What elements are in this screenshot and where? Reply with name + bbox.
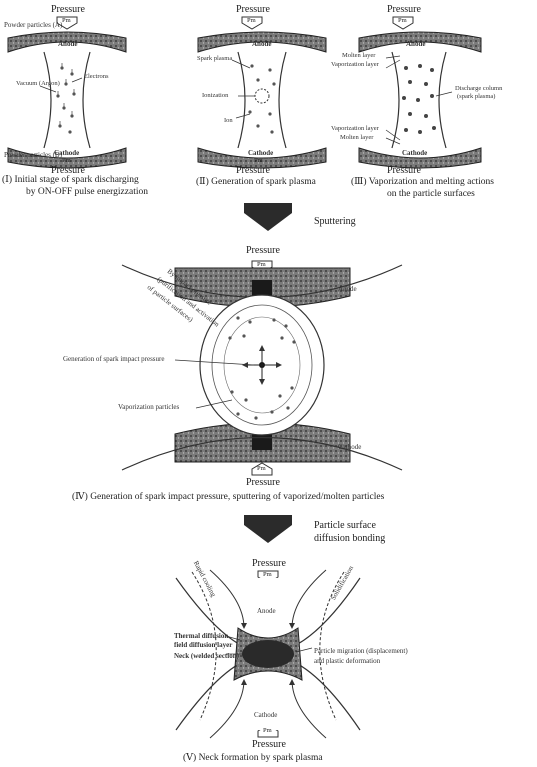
pressure-label-6: Pressure: [387, 166, 421, 176]
electrons-label: Electrons: [84, 74, 109, 81]
stage1-anode-label: Anode: [58, 41, 77, 48]
pm-label-5: Pm: [254, 158, 263, 165]
ion-label: Ion: [224, 118, 233, 125]
pm-label-1: Pm: [62, 18, 71, 25]
pressure-label-3: Pressure: [387, 5, 421, 15]
pm-label-3: Pm: [398, 18, 407, 25]
pm-label-2: Pm: [247, 18, 256, 25]
powder-a-label: Powder particles (A): [4, 22, 62, 29]
stage1-caption-line2: by ON-OFF pulse energizzation: [26, 188, 148, 198]
migration-label-1: Particle migration (displacement): [314, 648, 408, 655]
discharge-column-sub-label: (spark plasma): [457, 94, 495, 101]
stage2-graphic: [198, 32, 326, 168]
sputtering-label: Sputtering: [314, 217, 356, 227]
stage3-cathode-label: Cathode: [402, 150, 427, 157]
stage3-caption-line1: (Ⅲ) Vaporization and melting actions: [351, 178, 494, 188]
vacuum-label: Vacuum (Argon): [16, 81, 60, 88]
ionization-label: Ionization: [202, 93, 228, 100]
powder-b-label: Powder particles (B): [4, 152, 62, 159]
impact-pressure-label: Generation of spark impact pressure: [63, 356, 164, 363]
stage3-caption-line2: on the particle surfaces: [387, 190, 475, 200]
pm-label-4: Pm: [62, 158, 71, 165]
thermal-diffusion-label-1: Thermal diffusion: [174, 633, 228, 640]
pm-label-6: Pm: [257, 262, 266, 269]
spark-plasma-label: Spark plasma: [197, 56, 232, 63]
migration-label-2: and plastic deformation: [314, 658, 380, 665]
process-arrow-2: [244, 515, 292, 543]
vaporization-layer-b-label: Vaporization layer: [331, 126, 379, 133]
pressure-label-5: Pressure: [236, 166, 270, 176]
thermal-diffusion-label-2: field diffusion layer: [174, 642, 232, 649]
pressure-label-10: Pressure: [252, 740, 286, 750]
stage2-caption: (Ⅱ) Generation of spark plasma: [196, 178, 316, 188]
molten-layer-b-label: Molten layer: [340, 135, 373, 142]
neck-label: Neck (welded section): [174, 653, 239, 660]
stage5-caption: (Ⅴ) Neck formation by spark plasma: [183, 754, 323, 764]
vaporization-layer-label: Vaporization layer: [331, 62, 379, 69]
stage5-anode-label: Anode: [257, 608, 276, 615]
pm-label-7: Pm: [257, 466, 266, 473]
stage3-anode-label: Anode: [406, 41, 425, 48]
stage5-cathode-label: Cathode: [254, 712, 277, 719]
pressure-label-2: Pressure: [236, 5, 270, 15]
vaporization-particles-label: Vaporization particles: [118, 404, 179, 411]
stage4-cathode-label: Cathode: [338, 444, 361, 451]
pressure-label-1: Pressure: [51, 5, 85, 15]
stage1-graphic: [8, 32, 126, 168]
pm-label-9: Pm: [263, 728, 272, 735]
pressure-label-8: Pressure: [246, 478, 280, 488]
discharge-column-label: Discharge column: [455, 86, 502, 93]
pressure-label-9: Pressure: [252, 559, 286, 569]
molten-layer-label: Molten layer: [342, 53, 375, 60]
process-arrow-1: [244, 203, 292, 231]
diffusion-label-line2: diffusion bonding: [314, 534, 385, 544]
stage2-anode-label: Anode: [252, 41, 271, 48]
stage4-caption: (Ⅳ) Generation of spark impact pressure,…: [72, 493, 384, 503]
pm-label-8: Pm: [263, 572, 272, 579]
stage1-caption-line1: (Ⅰ) Initial stage of spark discharging: [2, 176, 139, 186]
pressure-label-7: Pressure: [246, 246, 280, 256]
stage4-anode-label: Anode: [338, 286, 357, 293]
stage2-cathode-label: Cathode: [248, 150, 273, 157]
diffusion-label-line1: Particle surface: [314, 521, 376, 531]
